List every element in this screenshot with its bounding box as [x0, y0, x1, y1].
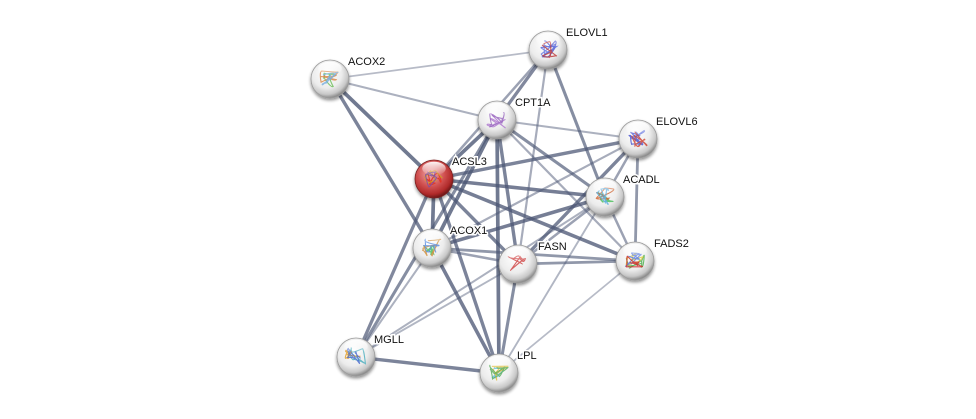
node-cpt1a[interactable]: CPT1A	[477, 96, 553, 140]
node-highlight	[536, 32, 560, 47]
edge-acsl3-acadl[interactable]	[432, 177, 607, 199]
node-label: LPL	[517, 350, 537, 362]
node-label: ACADL	[623, 174, 660, 186]
node-fasn[interactable]: FASN	[498, 240, 568, 284]
node-mgll[interactable]: MGLL	[336, 333, 405, 377]
node-label: FADS2	[654, 238, 689, 250]
node-highlight	[506, 246, 530, 261]
edge-cpt1a-acox1[interactable]	[430, 118, 499, 250]
node-elovl6[interactable]: ELOVL6	[618, 115, 699, 159]
node-highlight	[593, 179, 617, 194]
edge-fasn-mgll[interactable]	[355, 263, 519, 358]
edge-acsl3-lpl[interactable]	[432, 177, 501, 375]
node-highlight	[485, 102, 509, 117]
edge-acox1-lpl[interactable]	[430, 246, 501, 375]
edge-acadl-mgll[interactable]	[354, 195, 607, 359]
edge-acsl3-fads2[interactable]	[432, 177, 637, 263]
node-lpl[interactable]: LPL	[479, 349, 538, 393]
edge-fads2-lpl[interactable]	[498, 260, 636, 374]
node-label: FASN	[538, 241, 567, 253]
edge-elovl6-fads2[interactable]	[633, 137, 640, 263]
edge-cpt1a-elovl6[interactable]	[495, 118, 640, 141]
edge-acadl-lpl[interactable]	[498, 196, 606, 374]
edge-cpt1a-lpl[interactable]	[495, 118, 501, 375]
edge-acox1-mgll[interactable]	[354, 246, 434, 359]
node-label: ACOX1	[450, 225, 487, 237]
node-highlight	[626, 121, 650, 136]
edge-acox2-acsl3[interactable]	[328, 77, 436, 181]
edge-mgll-lpl[interactable]	[354, 355, 501, 375]
edge-elovl6-fasn[interactable]	[516, 137, 640, 266]
node-highlight	[344, 339, 368, 354]
node-highlight	[420, 230, 444, 245]
node-highlight	[487, 355, 511, 370]
edge-acox2-elovl1[interactable]	[329, 49, 549, 80]
node-label: ACOX2	[348, 56, 385, 68]
edge-elovl1-fasn[interactable]	[516, 48, 550, 266]
node-acox1[interactable]: ACOX1	[412, 224, 489, 268]
node-acox2[interactable]: ACOX2	[310, 55, 387, 99]
node-elovl1[interactable]: ELOVL1	[528, 26, 609, 70]
node-highlight	[623, 243, 647, 258]
edge-acsl3-mgll[interactable]	[354, 177, 436, 359]
node-highlight	[318, 61, 342, 76]
node-highlight	[422, 161, 446, 176]
edge-cpt1a-fasn[interactable]	[495, 118, 520, 266]
edge-acsl3-fasn[interactable]	[432, 177, 520, 266]
edge-elovl1-acadl[interactable]	[546, 48, 607, 199]
node-acadl[interactable]: ACADL	[585, 173, 661, 217]
edge-acox2-cpt1a[interactable]	[328, 77, 499, 122]
node-fads2[interactable]: FADS2	[615, 237, 690, 281]
edge-cpt1a-acadl[interactable]	[495, 118, 607, 199]
edge-cpt1a-fads2[interactable]	[495, 118, 637, 263]
node-label: ELOVL1	[566, 27, 608, 39]
edge-elovl6-acsl3[interactable]	[432, 137, 640, 181]
node-label: CPT1A	[515, 97, 551, 109]
edge-elovl6-acox1[interactable]	[430, 137, 640, 250]
node-label: MGLL	[374, 334, 404, 346]
node-label: ACSL3	[452, 156, 487, 168]
protein-structure-icon	[486, 111, 506, 129]
node-acsl3[interactable]: ACSL3	[414, 155, 488, 199]
edge-fasn-fads2[interactable]	[516, 259, 637, 266]
edge-acadl-acox1[interactable]	[430, 195, 607, 250]
edge-layer	[328, 48, 640, 375]
node-label: ELOVL6	[656, 116, 698, 128]
